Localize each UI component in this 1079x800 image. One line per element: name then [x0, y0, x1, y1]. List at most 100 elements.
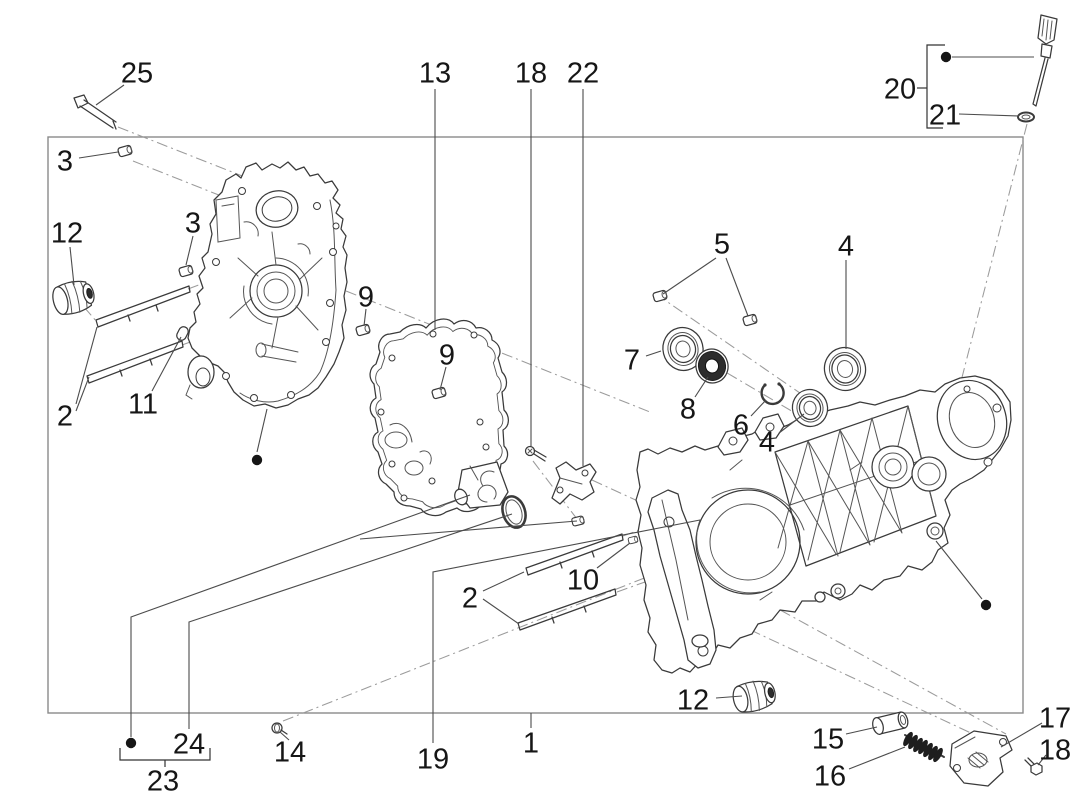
leader-line-4 [778, 413, 805, 434]
cover-plate-17 [949, 730, 1013, 787]
callout-label-4: 4 [838, 230, 854, 262]
screw-14 [271, 722, 288, 735]
axis-line-14 [711, 611, 989, 742]
bracket-22 [551, 461, 597, 505]
callout-label-23: 23 [147, 765, 179, 797]
leader-line-9 [439, 366, 447, 391]
leader-line-16 [848, 746, 906, 770]
callout-label-7: 7 [624, 344, 640, 376]
oil-dipstick [1032, 14, 1058, 107]
callout-label-16: 16 [814, 760, 846, 792]
leader-line-2 [482, 598, 520, 625]
callout-label-5: 5 [714, 228, 730, 260]
leader-line-3 [78, 151, 119, 159]
o-ring-24 [501, 495, 527, 529]
assembly-bullet-2 [980, 599, 992, 611]
callout-label-17: 17 [1039, 702, 1071, 734]
callout-label-6: 6 [733, 409, 749, 441]
studs-right [517, 533, 624, 631]
leader-line-6 [750, 399, 767, 417]
callout-label-2: 2 [57, 400, 73, 432]
callout-label-13: 13 [419, 57, 451, 89]
callout-label-10: 10 [567, 564, 599, 596]
leader-line-8 [694, 376, 709, 398]
leader-line-12 [69, 246, 75, 286]
callout-label-3: 3 [57, 145, 73, 177]
assembly-bullet-3 [125, 737, 137, 749]
spring-16 [903, 731, 945, 763]
leader-line-18 [1037, 754, 1047, 766]
callout-label-12: 12 [677, 684, 709, 716]
pin-15 [872, 711, 909, 735]
leader-line-11 [151, 336, 182, 392]
pin-11 [176, 326, 189, 341]
leader-line-3 [185, 235, 194, 266]
callout-label-2: 2 [462, 582, 478, 614]
callout-label-3: 3 [185, 207, 201, 239]
axis-line-2 [83, 306, 98, 323]
callout-label-18: 18 [1039, 734, 1071, 766]
leader-line-2 [75, 376, 90, 412]
assembly-bullets [125, 51, 1034, 749]
reference-line-0 [359, 520, 578, 540]
bolt-18-cover [1024, 757, 1043, 776]
silent-block-12-right [732, 680, 776, 713]
axis-line-15 [761, 599, 1007, 735]
leader-line-25 [95, 84, 125, 106]
leader-line-10 [596, 542, 631, 569]
assembly-bullet-0 [940, 51, 952, 63]
assembly-bullet-1 [251, 454, 263, 466]
leader-line-5 [662, 257, 717, 295]
oil-seal-8 [695, 348, 729, 384]
axis-line-8 [947, 123, 1028, 433]
callout-label-8: 8 [680, 393, 696, 425]
bullet-leader-3 [130, 494, 471, 737]
callout-label-9: 9 [439, 339, 455, 371]
callout-label-15: 15 [812, 723, 844, 755]
group-20 [926, 44, 945, 129]
leader-line-19 [432, 519, 701, 743]
leader-line-14 [279, 731, 290, 741]
leader-line-15 [845, 726, 878, 735]
circlip-6 [760, 382, 785, 406]
callout-label-19: 19 [417, 743, 449, 775]
diagram-frame [47, 136, 1024, 714]
callout-label-24: 24 [173, 728, 205, 760]
silent-block-12-left [52, 280, 95, 315]
leader-line-2 [482, 571, 525, 592]
water-pump-impeller [454, 461, 509, 509]
o-ring-21 [1017, 111, 1035, 123]
bearing-7 [662, 326, 704, 372]
stud-25 [73, 94, 117, 130]
leader-line-17 [1000, 722, 1043, 748]
leader-line-2 [75, 326, 98, 405]
bearing-4-small [791, 388, 829, 428]
callout-label-9: 9 [358, 281, 374, 313]
callout-label-25: 25 [121, 57, 153, 89]
callout-leader-lines [69, 84, 1047, 770]
bearing-4-large [823, 346, 867, 392]
leader-line-21 [958, 113, 1020, 117]
bolt-18-gasket [524, 445, 547, 462]
callout-label-18: 18 [515, 57, 547, 89]
right-crankcase-half [635, 375, 1012, 674]
studs-left [86, 285, 191, 384]
callout-label-21: 21 [929, 99, 961, 131]
leader-line-7 [645, 350, 662, 357]
leader-line-9 [363, 308, 367, 327]
callout-label-12: 12 [51, 217, 83, 249]
leader-line-5 [725, 257, 749, 317]
group-brackets [119, 44, 945, 767]
callout-label-1: 1 [523, 727, 539, 759]
leader-line-12 [715, 695, 743, 699]
callout-label-20: 20 [884, 73, 916, 105]
callout-label-22: 22 [567, 57, 599, 89]
callout-label-4: 4 [759, 426, 775, 458]
reference-lines [359, 520, 578, 540]
bullet-leader-2 [935, 540, 983, 600]
leader-line-24 [188, 513, 513, 729]
bullet-leader-1 [256, 408, 268, 453]
